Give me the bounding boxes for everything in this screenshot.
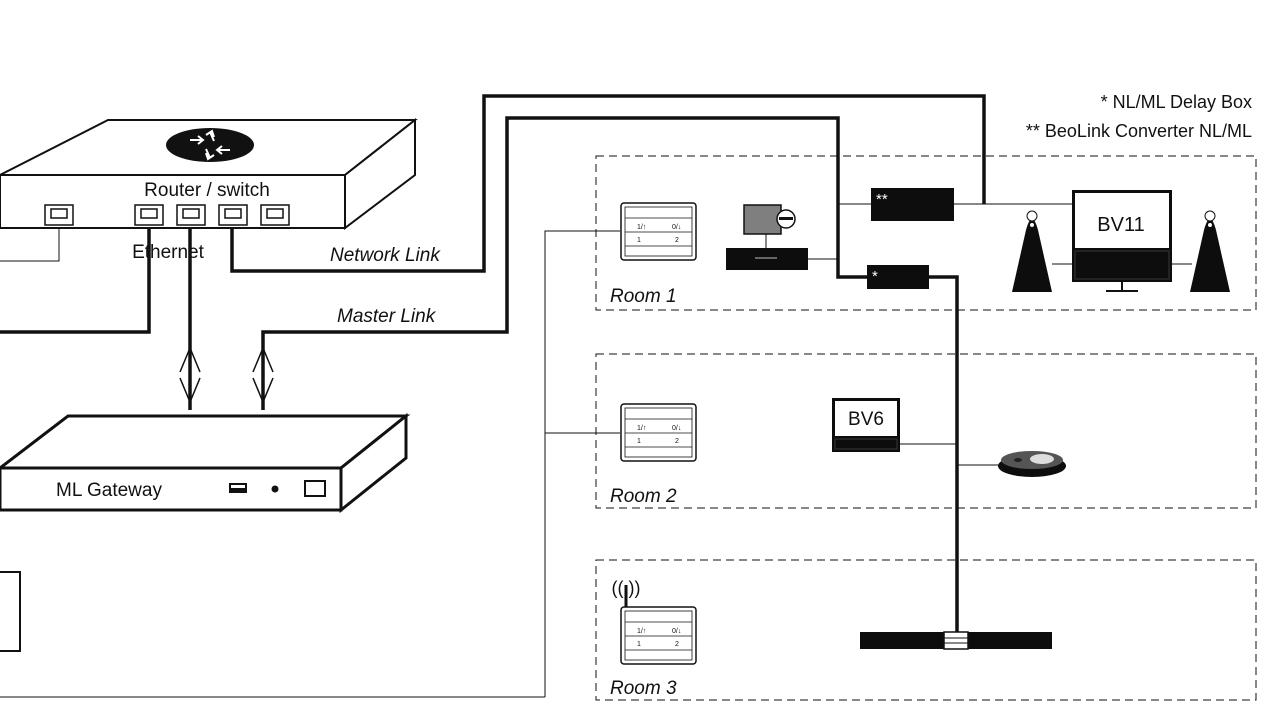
ethernet-port-icon <box>44 204 290 226</box>
wireless-icon: (( )) <box>612 578 641 598</box>
arrowheads <box>179 346 274 404</box>
status-led-icon <box>271 485 279 493</box>
keypad-key: 0/↓ <box>672 425 681 432</box>
beolink-converter: ** <box>871 188 954 221</box>
bv11-label: BV11 <box>1097 214 1144 236</box>
network-link-label: Network Link <box>330 245 441 266</box>
keypad-key: 1/↑ <box>637 628 646 635</box>
keypad-key: 1 <box>637 237 641 244</box>
keypad-key: 1/↑ <box>637 224 646 231</box>
thin-wires <box>0 203 1192 698</box>
room-2-box <box>595 353 1257 509</box>
room-3-box <box>595 559 1257 701</box>
router-label: Router / switch <box>144 180 270 201</box>
keypad-key: 1 <box>637 438 641 445</box>
keypad-room-1: 1/↑ 0/↓ 1 2 <box>620 202 697 261</box>
power-button-icon <box>304 480 326 497</box>
soundbar <box>860 631 1052 650</box>
ml-gateway: ML Gateway <box>0 412 411 514</box>
keypad-key: 2 <box>675 237 679 244</box>
keypad-key: 1 <box>637 641 641 648</box>
beosound-player <box>726 204 808 270</box>
bv6-label: BV6 <box>848 409 884 430</box>
room-1-label: Room 1 <box>610 286 677 307</box>
keypad-key: 1/↑ <box>637 425 646 432</box>
router-switch: Router / switch <box>0 117 418 231</box>
keypad-key: 2 <box>675 641 679 648</box>
keypad-key: 2 <box>675 438 679 445</box>
master-link-label: Master Link <box>337 306 437 327</box>
beosound-speaker-disc <box>998 451 1066 477</box>
speaker-left-icon <box>1012 210 1052 292</box>
keypad-room-2: 1/↑ 0/↓ 1 2 <box>620 403 697 462</box>
legend-delay-box: * NL/ML Delay Box <box>1101 92 1252 112</box>
tv-bv6: BV6 <box>832 398 900 452</box>
gateway-label: ML Gateway <box>56 480 162 501</box>
external-device <box>0 571 21 652</box>
thick-cables <box>0 94 986 632</box>
speaker-right-icon <box>1190 210 1230 292</box>
ethernet-label: Ethernet <box>132 242 205 263</box>
delay-mark: * <box>872 268 878 285</box>
room-1-box <box>595 155 1257 311</box>
keypad-key: 0/↓ <box>672 628 681 635</box>
tv-bv11: BV11 <box>1072 190 1172 292</box>
legend-converter: ** BeoLink Converter NL/ML <box>1026 121 1252 141</box>
router-icon <box>166 128 254 162</box>
keypad-room-3: 1/↑ 0/↓ 1 2 (( )) <box>612 578 697 665</box>
converter-mark: ** <box>876 191 888 208</box>
keypad-key: 0/↓ <box>672 224 681 231</box>
room-2-label: Room 2 <box>610 486 677 507</box>
delay-box: * <box>867 265 929 289</box>
room-3-label: Room 3 <box>610 678 677 699</box>
